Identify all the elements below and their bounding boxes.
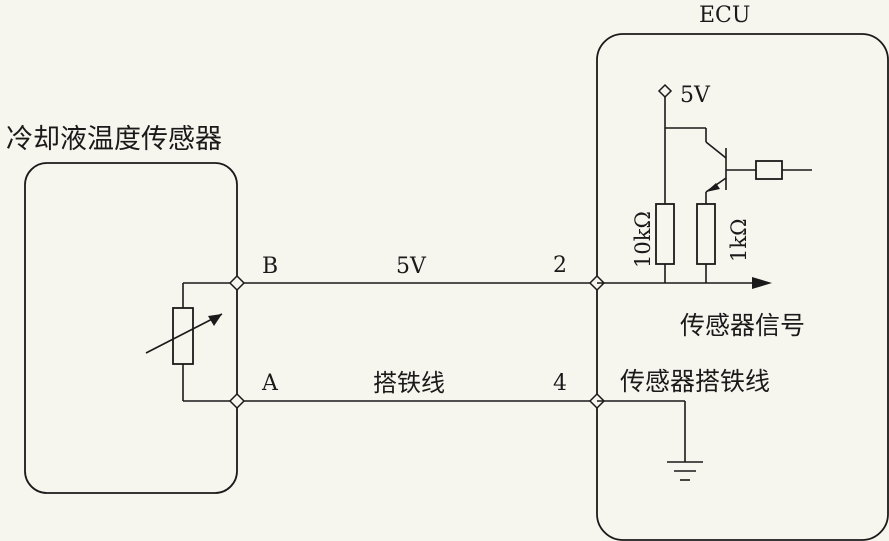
sensor-ground-label: 传感器搭铁线 (620, 367, 770, 396)
resistor-10k-label: 10kΩ (631, 211, 655, 268)
resistor-1k-label: 1kΩ (727, 219, 751, 263)
supply-terminal (657, 83, 673, 99)
signal-label: 传感器信号 (680, 311, 805, 340)
signal-arrow-icon (752, 277, 772, 289)
sensor-housing (24, 162, 238, 494)
ecu-title: ECU (699, 3, 750, 28)
variable-arrow-icon (208, 314, 222, 326)
resistor-10k (655, 128, 675, 283)
sensor-title: 冷却液温度传感器 (6, 124, 222, 155)
pin-b-label: B (262, 254, 278, 279)
transistor (705, 128, 812, 204)
supply-voltage-label: 5V (680, 83, 711, 108)
terminal-sensor-b (228, 274, 246, 292)
thermistor (145, 282, 237, 402)
terminal-sensor-a (228, 392, 246, 410)
pin-4-label: 4 (553, 371, 567, 396)
pin-2-label: 2 (553, 253, 567, 278)
emitter-arrow-icon (706, 183, 720, 192)
ground-wire-label: 搭铁线 (373, 369, 445, 397)
pin-a-label: A (261, 371, 279, 396)
ground-symbol (597, 400, 703, 481)
signal-voltage-label: 5V (396, 254, 427, 279)
resistor-1k (696, 203, 716, 283)
ecu-housing (596, 33, 889, 541)
